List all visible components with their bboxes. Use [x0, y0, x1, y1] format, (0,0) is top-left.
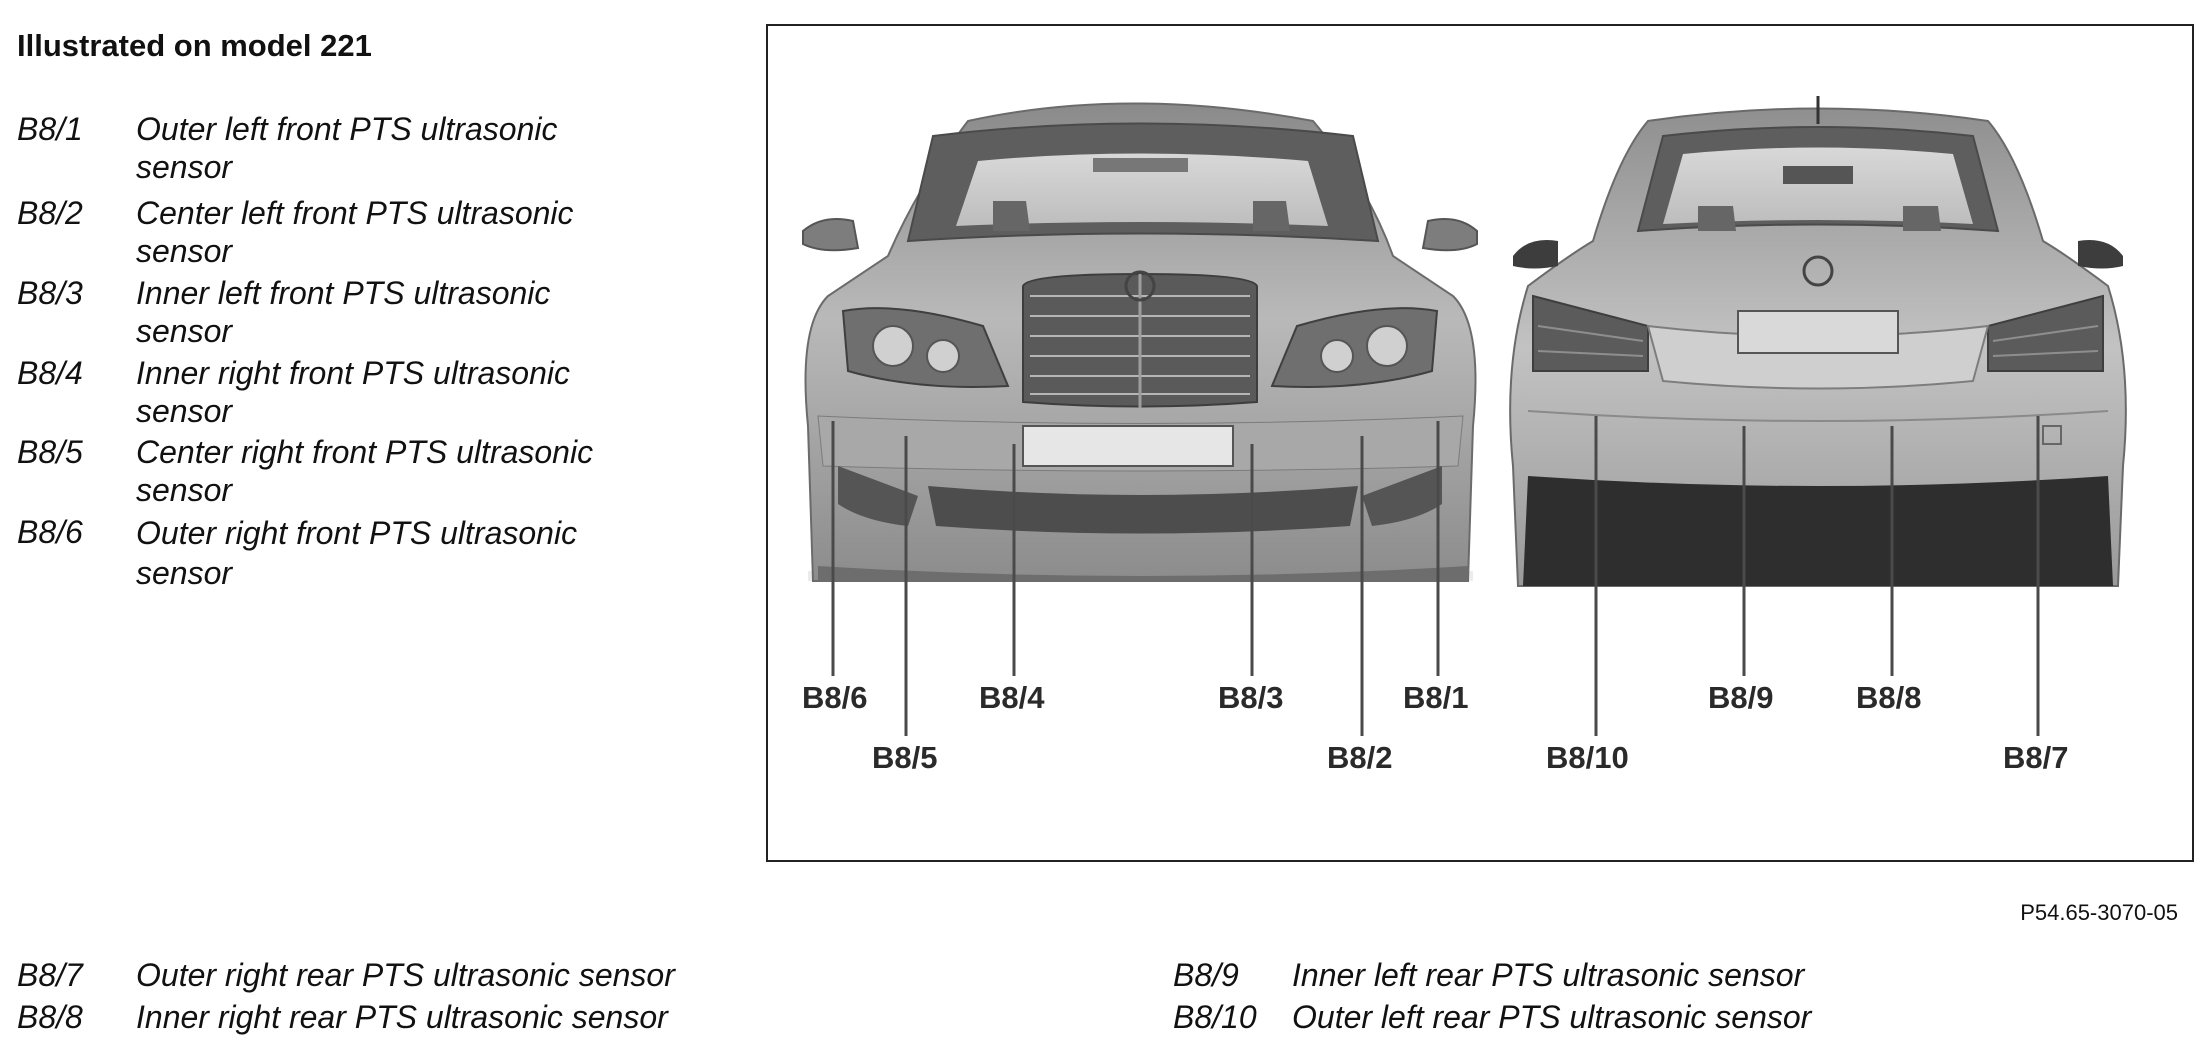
callout-b8-10: B8/10 — [1546, 740, 1629, 775]
legend-description: Inner right rear PTS ultrasonic sensor — [136, 999, 668, 1035]
callout-leaders — [831, 416, 2040, 736]
callout-b8-4: B8/4 — [979, 680, 1045, 715]
callout-b8-5: B8/5 — [872, 740, 937, 775]
legend-code: B8/6 — [17, 514, 83, 550]
car-sensor-illustration: B8/6 B8/5 B8/4 B8/3 B8/2 B8/1 B8/10 B8/9… — [766, 24, 2194, 862]
legend-code: B8/9 — [1173, 957, 1239, 993]
legend-code: B8/5 — [17, 434, 83, 470]
legend-code: B8/2 — [17, 195, 83, 231]
page-heading: Illustrated on model 221 — [17, 28, 372, 63]
rear-car-view — [1509, 96, 2127, 587]
figure-reference: P54.65-3070-05 — [2020, 900, 2178, 925]
legend-code: B8/3 — [17, 275, 83, 311]
callout-b8-1: B8/1 — [1403, 680, 1468, 715]
callout-b8-9: B8/9 — [1708, 680, 1773, 715]
callout-b8-2: B8/2 — [1327, 740, 1392, 775]
legend-description: Outer left rear PTS ultrasonic sensor — [1292, 999, 1812, 1035]
callout-b8-7: B8/7 — [2003, 740, 2068, 775]
callout-b8-6: B8/6 — [802, 680, 867, 715]
callout-b8-8: B8/8 — [1856, 680, 1921, 715]
callout-b8-3: B8/3 — [1218, 680, 1283, 715]
legend-description: Outer right rear PTS ultrasonic sensor — [136, 957, 675, 993]
legend-code: B8/10 — [1173, 999, 1257, 1035]
legend-code: B8/4 — [17, 355, 83, 391]
legend-code: B8/8 — [17, 999, 83, 1035]
illustration-canvas: B8/6 B8/5 B8/4 B8/3 B8/2 B8/1 B8/10 B8/9… — [802, 96, 2127, 775]
legend-code: B8/7 — [17, 957, 83, 993]
legend-description: Inner left rear PTS ultrasonic sensor — [1292, 957, 1805, 993]
legend-code: B8/1 — [17, 111, 83, 147]
front-car-view — [802, 102, 1478, 582]
